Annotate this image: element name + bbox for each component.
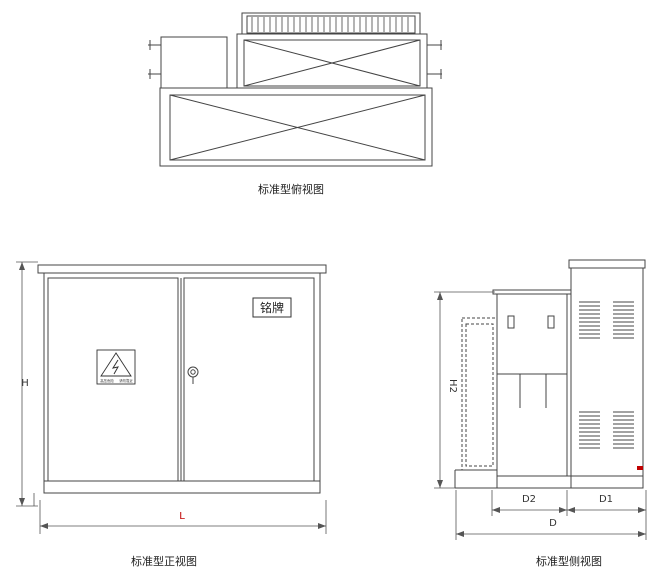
warning-triangle-icon <box>100 352 132 377</box>
lightning-bolt-icon <box>111 359 119 375</box>
dimension-label-h-front: H <box>21 378 29 389</box>
side-view-transformer-dashed <box>461 317 498 471</box>
dimension-label-l: L <box>179 511 185 522</box>
dimension-label-d1: D1 <box>599 494 613 505</box>
warning-sign-left-text: 高压危险 <box>100 378 114 383</box>
door-handle-icon <box>187 366 199 378</box>
warning-sign-right-text: 请勿靠近 <box>119 378 133 383</box>
side-view-caption: 标准型侧视图 <box>536 555 602 568</box>
top-view-vent-grill <box>241 12 421 35</box>
high-voltage-warning-sign: 高压危险 请勿靠近 <box>96 349 136 385</box>
front-view-roof <box>37 264 327 274</box>
dimension-label-d2: D2 <box>522 494 536 505</box>
front-view-right-door <box>183 277 315 482</box>
top-view-left-box <box>160 36 228 89</box>
side-view-right-cabinet <box>570 267 644 477</box>
side-view <box>434 259 647 540</box>
side-view-right-roof <box>568 259 646 269</box>
dimension-label-d: D <box>549 518 557 529</box>
front-view <box>16 261 327 534</box>
dimension-label-h2: H2 <box>447 379 458 393</box>
front-view-caption: 标准型正视图 <box>131 555 197 568</box>
top-view <box>148 12 442 167</box>
top-view-caption: 标准型俯视图 <box>258 183 324 196</box>
nameplate: 铭牌 <box>252 297 292 318</box>
nameplate-label: 铭牌 <box>260 300 284 315</box>
